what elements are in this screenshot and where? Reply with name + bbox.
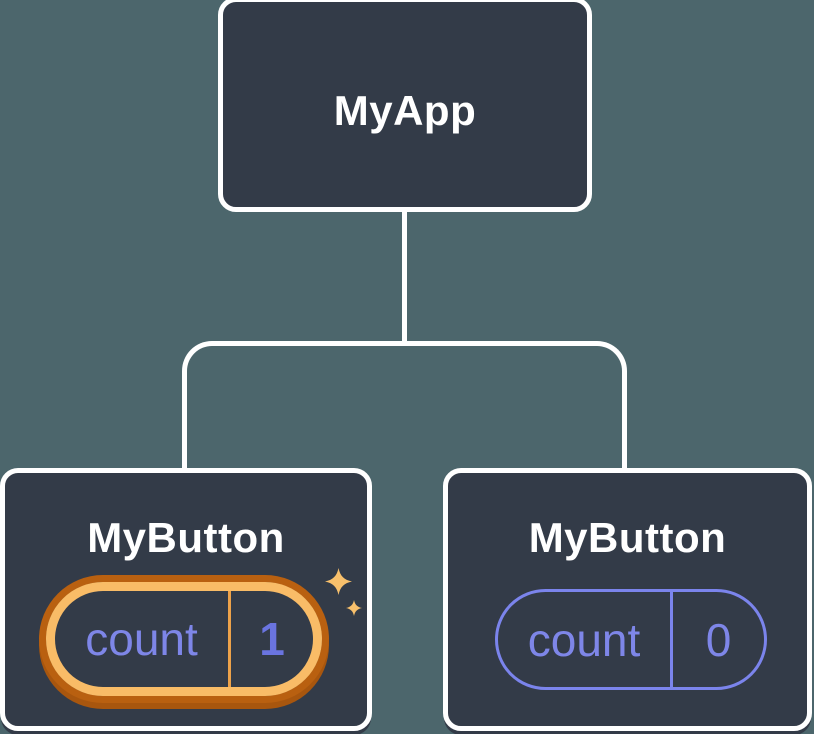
state-label: count — [527, 613, 641, 666]
state-label: count — [85, 613, 198, 665]
component-node-mybutton-right: MyButton count 0 — [443, 468, 812, 731]
pill-divider — [670, 592, 673, 687]
node-title-mybutton-left: MyButton — [87, 514, 285, 561]
node-title-mybutton-right: MyButton — [528, 514, 727, 561]
sparkle-icon-small — [346, 600, 362, 616]
node-title-myapp: MyApp — [333, 86, 477, 134]
state-pill-highlighted: count 1 — [46, 582, 322, 696]
connector-stem — [402, 210, 407, 343]
pill-divider — [228, 591, 231, 687]
state-pill-plain: count 0 — [495, 589, 767, 690]
state-value: 0 — [705, 613, 732, 666]
component-node-mybutton-left: MyButton count 1 — [0, 468, 372, 731]
sparkle-icon-large — [325, 568, 352, 595]
component-node-myapp: MyApp — [218, 0, 592, 212]
state-value: 1 — [259, 613, 285, 665]
connector-branch — [182, 341, 627, 468]
